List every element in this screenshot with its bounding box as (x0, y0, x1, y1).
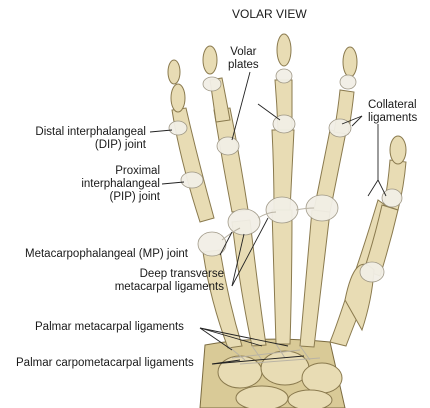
label-dip-joint: Distal interphalangeal (DIP) joint (35, 126, 146, 152)
label-collateral-line-2: ligaments (368, 112, 418, 124)
label-dip-line-2: (DIP) joint (94, 139, 146, 151)
label-deep-transverse: Deep transverse metacarpal ligaments (115, 268, 224, 294)
little-finger (167, 59, 215, 223)
label-dip-line-1: Distal interphalangeal (35, 126, 146, 138)
label-mp-joint: Metacarpophalangeal (MP) joint (25, 248, 189, 260)
joint-ligaments (168, 68, 403, 365)
label-pip-line-3: (PIP) joint (109, 191, 161, 203)
diagram-title: VOLAR VIEW (232, 7, 307, 21)
label-collateral-ligaments: Collateral ligaments (368, 99, 417, 125)
thumb (344, 135, 407, 332)
label-pip-line-2: interphalangeal (81, 178, 160, 190)
label-pip-line-1: Proximal (115, 165, 160, 177)
label-deep-line-2: metacarpal ligaments (114, 281, 224, 293)
leader-lines (149, 71, 387, 365)
label-volar-plates: Volar plates (228, 46, 259, 72)
label-collateral-line-1: Collateral (368, 99, 417, 111)
label-palmar-metacarpal: Palmar metacarpal ligaments (35, 321, 184, 333)
label-pip-joint: Proximal interphalangeal (PIP) joint (81, 165, 160, 204)
label-deep-line-1: Deep transverse (139, 268, 224, 280)
carpal-bones (199, 338, 346, 408)
label-volar-plates-line-1: Volar (230, 46, 257, 58)
label-palmar-carpometacarpal: Palmar carpometacarpal ligaments (16, 357, 194, 369)
label-volar-plates-line-2: plates (228, 59, 259, 71)
